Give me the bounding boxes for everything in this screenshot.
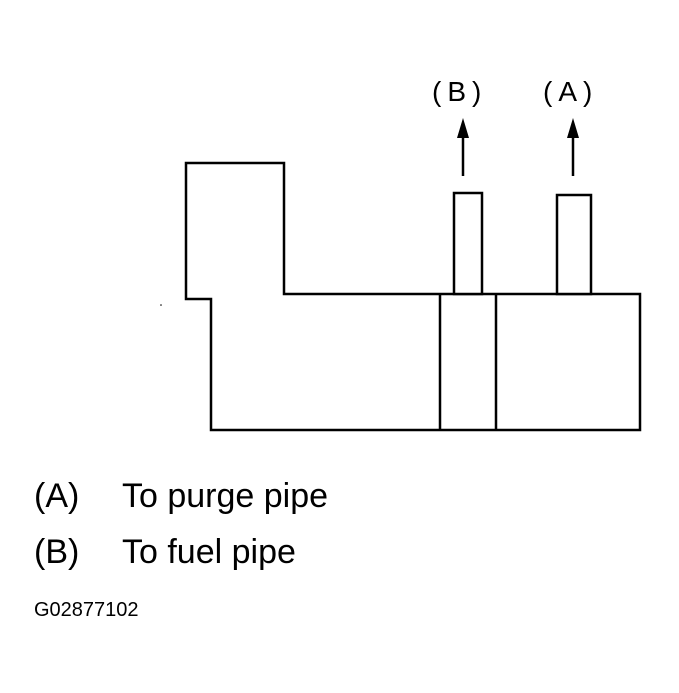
legend-text-b: To fuel pipe [122,533,296,571]
callout-a-label: (A) [543,76,599,107]
figure-id: G02877102 [34,599,139,621]
arrow-a-head [567,118,579,138]
legend-text-a: To purge pipe [122,477,329,515]
legend-key-a: (A) [34,477,80,515]
callout-b-label: (B) [432,76,488,107]
port-b [452,191,484,296]
port-a [555,193,593,296]
arrow-b-head [457,118,469,138]
component-body-outline [184,161,642,432]
scan-speck [160,304,162,306]
legend-key-b: (B) [34,533,80,571]
